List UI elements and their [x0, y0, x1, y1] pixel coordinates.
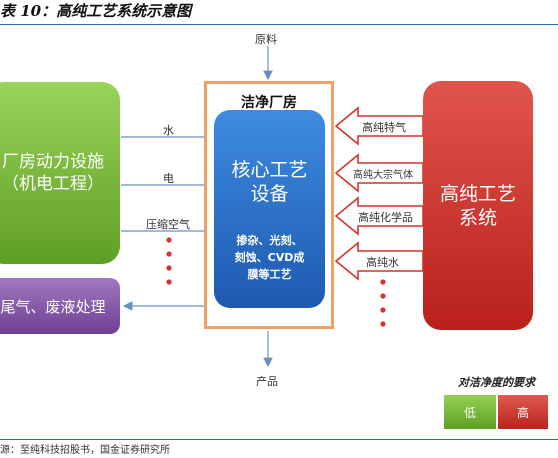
plant-utilities-box: 厂房动力设施 （机电工程） — [0, 82, 120, 264]
source-note: 源：至纯科技招股书，国金证券研究所 — [0, 445, 170, 456]
utility-label-power: 电 — [163, 172, 174, 185]
utility-label-air: 压缩空气 — [146, 218, 190, 231]
high-purity-line1: 高纯工艺 — [439, 182, 516, 205]
core-line2: 设备 — [250, 183, 289, 205]
plant-utilities-line2: （机电工程） — [2, 174, 104, 194]
waste-treatment-box: 尾气、废液处理 — [0, 278, 120, 334]
legend-title: 对洁净度的要求 — [458, 376, 535, 389]
high-purity-system-box: 高纯工艺 系统 — [423, 81, 533, 330]
utility-label-water: 水 — [163, 124, 174, 137]
title-rule — [0, 24, 558, 25]
process-line3: 膜等工艺 — [247, 268, 292, 281]
more-supplies-dots — [380, 279, 386, 327]
supply-arrows — [334, 106, 424, 281]
supply-label-chemicals: 高纯化学品 — [358, 211, 413, 224]
core-line1: 核心工艺 — [231, 159, 308, 181]
supply-label-water: 高纯水 — [366, 256, 399, 269]
source-rule — [0, 439, 558, 440]
product-label: 产品 — [256, 375, 278, 388]
legend-high: 高 — [498, 395, 548, 429]
plant-utilities-line1: 厂房动力设施 — [2, 152, 104, 172]
legend-low: 低 — [444, 395, 496, 429]
high-purity-line2: 系统 — [458, 206, 497, 229]
supply-label-bulk-gas: 高纯大宗气体 — [353, 170, 413, 181]
cleanroom-title: 洁净厂房 — [241, 95, 297, 111]
process-line2: 刻蚀、CVD成 — [234, 251, 305, 264]
raw-material-label: 原料 — [255, 33, 277, 46]
process-line1: 掺杂、光刻、 — [236, 234, 303, 247]
supply-label-gas: 高纯特气 — [362, 121, 406, 134]
figure-title: 表 10：高纯工艺系统示意图 — [0, 2, 192, 20]
core-equipment-box: 核心工艺 设备 掺杂、光刻、 刻蚀、CVD成 膜等工艺 — [214, 110, 325, 308]
more-utilities-dots — [166, 237, 172, 285]
